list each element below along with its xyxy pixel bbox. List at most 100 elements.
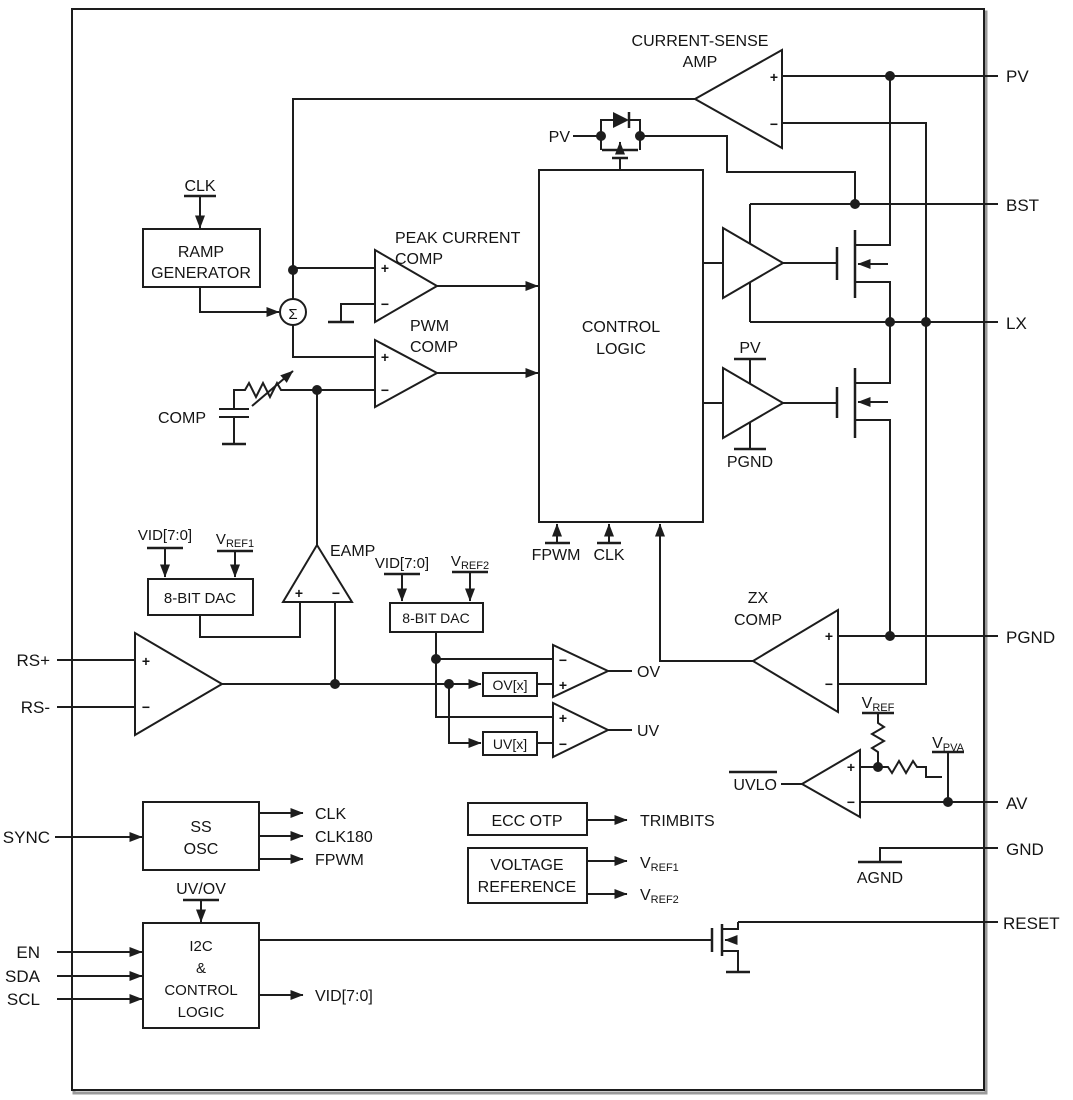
wires: [55, 75, 998, 1004]
svg-text:−: −: [142, 699, 150, 715]
ramp-label-2: GENERATOR: [151, 265, 251, 282]
pin-pv: PV: [1006, 67, 1029, 86]
svg-text:−: −: [847, 794, 855, 810]
pin-pgnd: PGND: [1006, 628, 1055, 647]
comp-label: COMP: [158, 410, 206, 427]
junction-dots: [288, 71, 953, 807]
vref1-label: VREF1: [216, 531, 254, 550]
i2c-label-2: &: [196, 960, 206, 977]
svg-text:+: +: [381, 349, 389, 365]
pin-gnd: GND: [1006, 840, 1044, 859]
trimbits-label: TRIMBITS: [640, 813, 715, 830]
svg-text:−: −: [559, 736, 567, 752]
pwm-comparator: [374, 338, 440, 409]
high-side-driver: [722, 226, 785, 300]
uv-label: UV: [637, 723, 660, 740]
error-amp: [281, 543, 354, 603]
dac2-block: [389, 602, 484, 633]
uv-ov-label: UV/OV: [176, 881, 226, 898]
agnd-label: AGND: [857, 870, 903, 887]
pwm-comp-label-2: COMP: [410, 339, 458, 356]
voltage-ref-label-2: REFERENCE: [478, 879, 577, 896]
i2c-label-3: CONTROL: [164, 982, 237, 999]
zx-label-1: ZX: [748, 590, 769, 607]
uvlo-comparator: [800, 748, 861, 819]
i2c-control-block: [142, 922, 260, 1029]
vid-dac2-label: VID[7:0]: [375, 555, 429, 572]
svg-text:+: +: [142, 653, 150, 669]
svg-text:−: −: [770, 116, 778, 132]
clk-in-label: CLK: [593, 547, 624, 564]
polarity-signs: + − + − + − + − + − − + + − + − + −: [142, 69, 855, 810]
svg-text:+: +: [559, 710, 567, 726]
fpwm-in-label: FPWM: [532, 547, 581, 564]
ov-comparator: [552, 643, 611, 699]
ramp-generator-block: [142, 228, 261, 288]
ecc-otp-label: ECC OTP: [491, 813, 562, 830]
pin-rs-minus: RS-: [21, 698, 50, 717]
vref2-out-label: VREF2: [640, 887, 679, 906]
ss-osc-label-2: OSC: [184, 841, 219, 858]
ss-osc-label-1: SS: [190, 819, 211, 836]
uv-comparator: [552, 701, 611, 759]
bootstrap-diode: [613, 112, 629, 128]
pin-sync: SYNC: [3, 828, 50, 847]
i2c-label-1: I2C: [189, 938, 213, 955]
peak-comp-label-2: COMP: [395, 251, 443, 268]
pgnd-lowside-label: PGND: [727, 454, 773, 471]
dac1-label: 8-BIT DAC: [164, 590, 236, 607]
svg-text:−: −: [381, 382, 389, 398]
chip-boundary: [71, 8, 985, 1091]
pin-sda: SDA: [5, 967, 41, 986]
zx-label-2: COMP: [734, 612, 782, 629]
svg-text:−: −: [332, 585, 340, 601]
svg-text:+: +: [770, 69, 778, 85]
uvlo-label: UVLO: [733, 777, 777, 794]
eamp-label: EAMP: [330, 543, 375, 560]
uvx-block: [482, 731, 538, 756]
ramp-label-1: RAMP: [178, 244, 224, 261]
pwm-comp-label-1: PWM: [410, 318, 449, 335]
sense-amp: [134, 631, 224, 737]
control-logic-label-2: LOGIC: [596, 341, 646, 358]
pv-lowside-label: PV: [739, 340, 761, 357]
summing-node: [279, 298, 307, 326]
vpva-label: VPVA: [932, 735, 965, 754]
vid-dac1-label: VID[7:0]: [138, 527, 192, 544]
pin-en: EN: [16, 943, 40, 962]
peak-comp-label-1: PEAK CURRENT: [395, 230, 521, 247]
ovx-label: OV[x]: [492, 677, 527, 693]
voltage-ref-label-1: VOLTAGE: [490, 857, 563, 874]
vref-label: VREF: [862, 695, 895, 714]
control-logic-label-1: CONTROL: [582, 319, 660, 336]
control-logic-block: [538, 169, 704, 523]
voltage-reference-block: [467, 847, 588, 904]
svg-text:+: +: [847, 759, 855, 775]
low-side-driver: [722, 366, 785, 440]
pin-rs-plus: RS+: [16, 651, 50, 670]
ov-label: OV: [637, 664, 660, 681]
svg-text:+: +: [559, 677, 567, 693]
pin-av: AV: [1006, 794, 1028, 813]
pin-scl: SCL: [7, 990, 40, 1009]
current-sense-label-1: CURRENT-SENSE: [632, 33, 769, 50]
vref1-out-label: VREF1: [640, 855, 679, 874]
svg-text:+: +: [825, 628, 833, 644]
clk-out-label: CLK: [315, 806, 346, 823]
vref2-label: VREF2: [451, 553, 489, 572]
zx-comparator: [751, 608, 839, 714]
current-sense-label-2: AMP: [683, 54, 718, 71]
svg-text:+: +: [295, 585, 303, 601]
sigma-symbol: Σ: [288, 306, 297, 323]
ecc-otp-block: [467, 802, 588, 836]
clk180-out-label: CLK180: [315, 829, 373, 846]
ss-osc-block: [142, 801, 260, 871]
pin-lx: LX: [1006, 314, 1027, 333]
dac1-block: [147, 578, 254, 616]
pv-bootstrap-label: PV: [549, 129, 571, 146]
vid-out-label: VID[7:0]: [315, 988, 373, 1005]
uvx-label: UV[x]: [493, 736, 527, 752]
current-sense-amp: [692, 48, 783, 150]
